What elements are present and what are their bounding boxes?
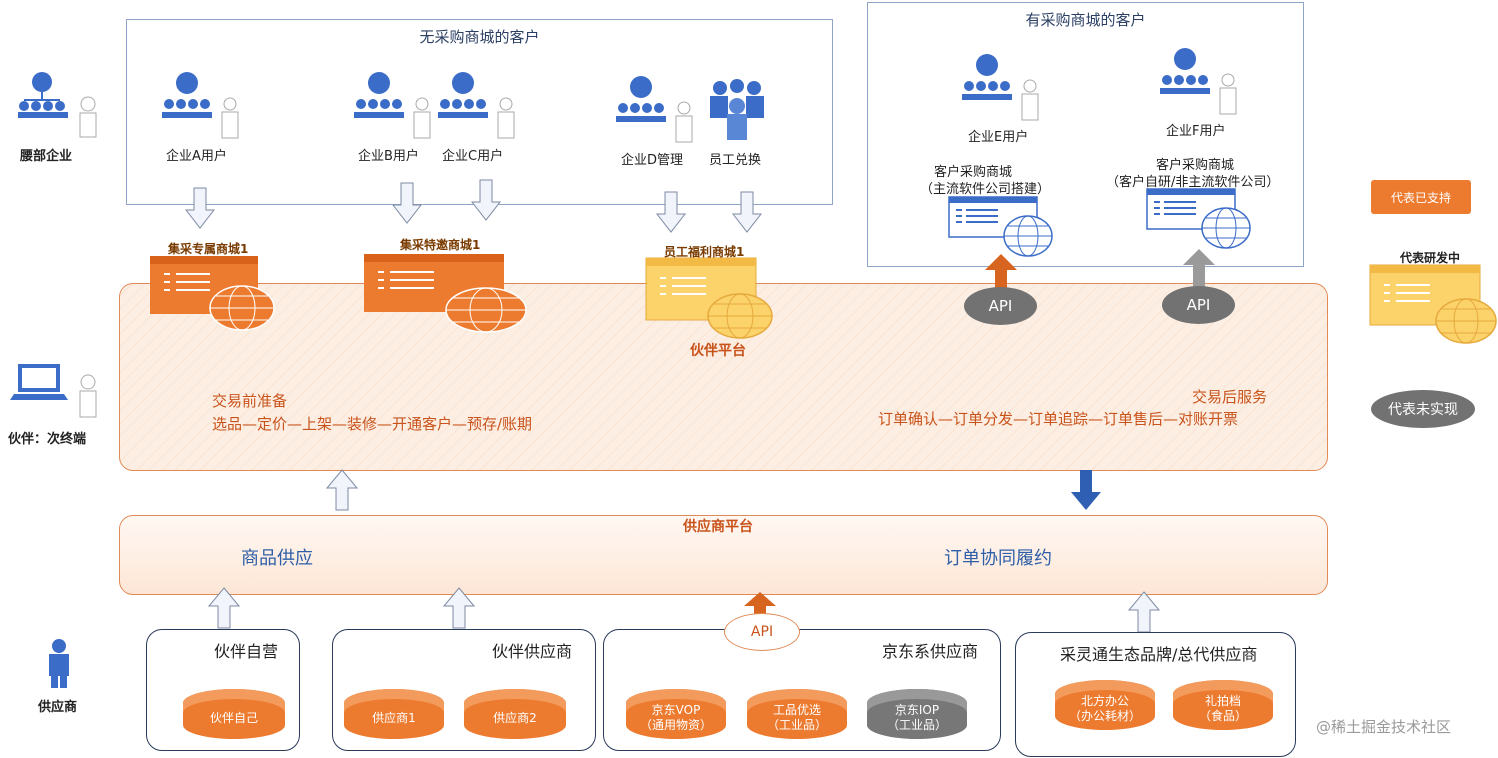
enterprise-c-group-icon <box>438 72 515 139</box>
user-label-d: 企业D管理 <box>621 153 684 168</box>
customer-mall-f-line1: 客户采购商城 <box>1156 158 1235 173</box>
user-label-e: 企业E用户 <box>968 130 1029 145</box>
supplier-group-partner-title: 伙伴供应商 <box>492 642 573 661</box>
down-arrow-c <box>470 179 502 221</box>
cylinder-jd-iop-line1: 京东IOP <box>894 703 940 717</box>
up-arrow-ecosystem <box>1127 591 1161 633</box>
cylinder-lipaidang-line1: 礼拍档 <box>1204 694 1241 708</box>
api-up-arrow-gray <box>1183 249 1215 289</box>
cylinder-supplier-1: 供应商1 <box>344 689 444 739</box>
up-arrow-self <box>207 587 241 629</box>
down-arrow-a <box>184 187 216 229</box>
pre-trade-flow: 选品—定价—上架—装修—开通客户—预存/账期 <box>212 415 533 433</box>
mall-icon-2 <box>364 254 527 333</box>
goods-supply-label: 商品供应 <box>241 548 313 569</box>
post-trade-flow: 订单确认—订单分发—订单追踪—订单售后—对账开票 <box>878 410 1239 428</box>
mall-icon-1 <box>150 256 275 331</box>
cylinder-lipaidang-line2: （食品） <box>1198 709 1247 723</box>
label-supplier: 供应商 <box>38 700 78 715</box>
user-label-a: 企业A用户 <box>166 149 227 164</box>
cylinder-jd-iop-line2: （工业品） <box>886 718 947 732</box>
cylinder-supplier-2: 供应商2 <box>464 689 566 739</box>
cylinder-jd-vop: 京东VOP （通用物资） <box>626 689 726 739</box>
legend-developing-label: 代表研发中 <box>1400 251 1461 265</box>
mall-label-1: 集采专属商城1 <box>168 242 249 256</box>
no-mall-customers-title: 无采购商城的客户 <box>419 28 540 46</box>
cylinder-jd-vop-line2: （通用物资） <box>639 718 712 732</box>
api-pill-e: API <box>964 287 1037 325</box>
employees-icon <box>710 79 764 140</box>
enterprise-f-group-icon <box>1160 48 1237 115</box>
cylinder-supplier-2-label: 供应商2 <box>493 710 537 725</box>
partner-platform-title: 伙伴平台 <box>690 343 746 359</box>
down-arrow-b <box>391 182 423 224</box>
enterprise-org-icon <box>18 72 97 138</box>
supplier-platform-title: 供应商平台 <box>683 519 753 535</box>
customer-mall-e-icon <box>948 196 1053 257</box>
order-fulfillment-label: 订单协同履约 <box>944 548 1052 569</box>
post-trade-title: 交易后服务 <box>1192 388 1268 406</box>
cylinder-jd-iop: 京东IOP （工业品） <box>867 689 967 739</box>
down-arrow-e <box>731 191 763 233</box>
laptop-icon <box>10 364 97 418</box>
customer-mall-e-line1: 客户采购商城 <box>934 165 1013 180</box>
enterprise-b-group-icon <box>354 72 431 139</box>
cylinder-beifang: 北方办公 （办公耗材） <box>1055 680 1155 730</box>
api-pill-f: API <box>1162 286 1235 324</box>
supplier-platform-box <box>119 515 1328 595</box>
supplier-group-jd-title: 京东系供应商 <box>882 642 979 661</box>
cylinder-beifang-line2: （办公耗材） <box>1068 709 1141 723</box>
user-label-b: 企业B用户 <box>358 149 419 164</box>
jd-api-pill: API <box>724 613 800 651</box>
customer-mall-e-line2: （主流软件公司搭建） <box>920 182 1051 197</box>
user-label-employee: 员工兑换 <box>709 153 762 168</box>
pre-trade-title: 交易前准备 <box>212 392 288 410</box>
down-arrow-d <box>655 191 687 233</box>
up-arrow-partner-supplier <box>442 587 476 629</box>
cylinder-self: 伙伴自己 <box>183 689 285 739</box>
supplier-group-self-title: 伙伴自营 <box>214 642 279 661</box>
cylinder-lipaidang: 礼拍档 （食品） <box>1173 680 1273 730</box>
cylinder-gongpin-line2: （工业品） <box>766 718 827 732</box>
cylinder-jd-vop-line1: 京东VOP <box>651 703 701 717</box>
up-arrow-supply <box>325 469 359 511</box>
label-enterprise: 腰部企业 <box>20 149 73 164</box>
legend-not-implemented: 代表未实现 <box>1371 390 1475 428</box>
customer-mall-f-icon <box>1146 188 1251 249</box>
api-up-arrow-orange <box>985 254 1017 290</box>
enterprise-d-group-icon <box>616 76 693 143</box>
customer-mall-f-line2: （客户自研/非主流软件公司） <box>1106 175 1280 190</box>
supplier-person-icon <box>49 639 69 688</box>
mall-label-3: 员工福利商城1 <box>664 245 745 259</box>
with-mall-customers-title: 有采购商城的客户 <box>1025 11 1146 29</box>
up-arrow-jd-api <box>744 592 776 622</box>
legend-supported: 代表已支持 <box>1371 180 1471 214</box>
cylinder-self-label: 伙伴自己 <box>209 710 258 725</box>
cylinder-beifang-line1: 北方办公 <box>1080 694 1129 708</box>
mall-icon-3 <box>645 257 773 339</box>
user-label-f: 企业F用户 <box>1166 124 1226 139</box>
user-label-c: 企业C用户 <box>442 149 504 164</box>
supplier-group-ecosystem-title: 采灵通生态品牌/总代供应商 <box>1060 645 1258 664</box>
enterprise-e-group-icon <box>962 54 1039 121</box>
cylinder-supplier-1-label: 供应商1 <box>372 710 416 725</box>
enterprise-a-group-icon <box>162 72 239 139</box>
watermark: @稀土掘金技术社区 <box>1316 718 1452 736</box>
mall-label-2: 集采特邀商城1 <box>400 238 481 252</box>
legend-developing-icon <box>1369 264 1497 344</box>
label-partner-terminal: 伙伴：次终端 <box>8 432 87 447</box>
down-arrow-order <box>1071 470 1101 510</box>
cylinder-gongpin: 工品优选 （工业品） <box>747 689 847 739</box>
cylinder-gongpin-line1: 工品优选 <box>772 703 821 717</box>
